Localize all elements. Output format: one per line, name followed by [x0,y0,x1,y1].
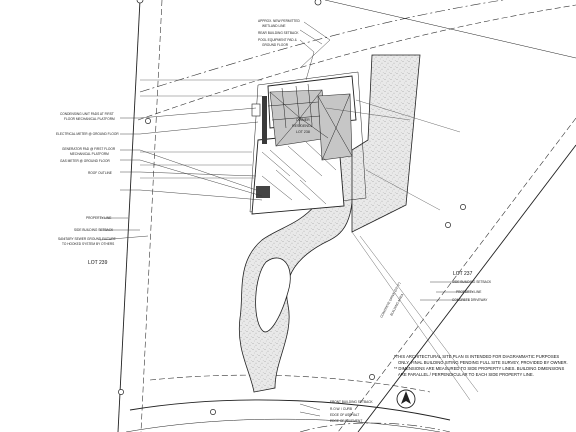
north-arrow-icon [396,389,416,409]
front-setback-line [149,374,431,393]
label-wetland-line-2: WETLAND LINE [262,24,286,28]
marker-bottom-mid [210,409,216,415]
marker-top-left [136,0,144,4]
leader-lines [99,21,474,417]
label-residence-lot: LOT 238 [296,130,310,134]
site-plan-note-3: ** DIMENSIONS ARE MEASURED TO SIDE PROPE… [394,366,564,371]
label-asphalt-edge: EDGE OF ASPHALT [330,413,359,417]
label-residence: RESIDENCE [292,124,314,128]
label-wetland-line-1: APPROX. NEW PERMITTED [258,19,300,23]
site-plan-note-1: *THIS ARCHITECTURAL SITE PLAN IS INTENDE… [394,354,559,359]
marker-bottom-left [118,389,124,395]
label-residence-owner: OWNER [296,118,310,122]
labels: APPROX. NEW PERMITTED WETLAND LINE REAR … [56,19,568,423]
label-row-curb: R.O.W. / CURB [330,407,352,411]
label-roof-outline: ROOF OUTLINE [88,171,112,175]
label-generator-1: GENERATOR PAD @ FIRST FLOOR [62,147,116,151]
label-condensing-1: CONDENSING UNIT PADS AT FIRST [60,112,114,116]
side-driveway [351,54,421,233]
site-plan-note-4: ARE PARALLEL / PERPENDICULAR TO EACH SID… [398,372,534,377]
driveway-island [255,257,291,333]
building [249,71,367,215]
label-lot-239: LOT 239 [88,260,108,266]
label-sanitary-1: SANITARY SEWER GROUND FIXTURE [58,237,116,241]
condenser-pad [251,103,261,117]
marker-right-2 [445,222,451,228]
utility-pad-dark [256,186,270,198]
diagonal-dimension-short [359,235,479,393]
marker-right-1 [460,204,466,210]
survey-markers [118,0,466,415]
utility-strip-dark [262,96,267,144]
label-lot-237: LOT 237 [453,271,473,277]
left-setback-line [140,0,163,432]
roof-gray-wing [317,93,353,161]
row-curb-line [129,399,451,421]
label-concrete-driveway: CONCRETE DRIVEWAY [452,298,488,302]
label-pool-equip-2: GROUND FLOOR [262,43,289,47]
marker-bottom-right [369,374,375,380]
roof-ridge-lines [269,89,353,161]
roof-outline [249,71,367,213]
label-side-setback-right: SIDE BUILDING SETBACK [452,280,492,284]
label-pool-equip-1: POOL EQUIPMENT PAD & [258,38,298,42]
label-side-setback-left: SIDE BUILDING SETBACK [74,228,114,232]
interior-grid [267,83,321,129]
driveway [238,54,421,393]
label-property-line-left: PROPERTY LINE [86,216,111,220]
wetland-line [139,0,505,93]
rear-setback-line [137,4,576,121]
label-rear-setback: REAR BUILDING SETBACK [258,31,299,35]
site-plan-note-2: ONLY. FINAL BUILDING SITING PENDING FULL… [398,360,568,365]
label-electrical: ELECTRICAL METER @ GROUND FLOOR [56,132,119,136]
label-gas-meter: GAS METER @ GROUND FLOOR [60,159,111,163]
label-property-line-right: PROPERTY LINE [456,290,481,294]
right-property-line [357,144,576,432]
lower-wing-hatch [261,141,337,205]
asphalt-edge-line [125,418,441,432]
property-lines [117,0,576,432]
label-front-setback: FRONT BUILDING SETBACK [330,400,373,404]
diagonal-dimension-long [351,231,471,401]
rear-boundary-line [324,0,576,59]
label-condensing-2: FLOOR MECHANICAL PLATFORM [64,117,115,121]
right-setback-line [337,117,576,432]
dimension-lines [140,79,479,401]
label-pavement-edge: EDGE OF PAVEMENT [330,419,362,423]
left-property-line [117,0,141,432]
label-generator-2: MECHANICAL PLATFORM [70,152,109,156]
marker-top-right [314,0,322,6]
pavement-edge-line [299,422,451,432]
label-sanitary-2: TO HOOKED SYSTEM BY OTHERS [62,242,114,246]
marker-left-mid [145,118,151,124]
